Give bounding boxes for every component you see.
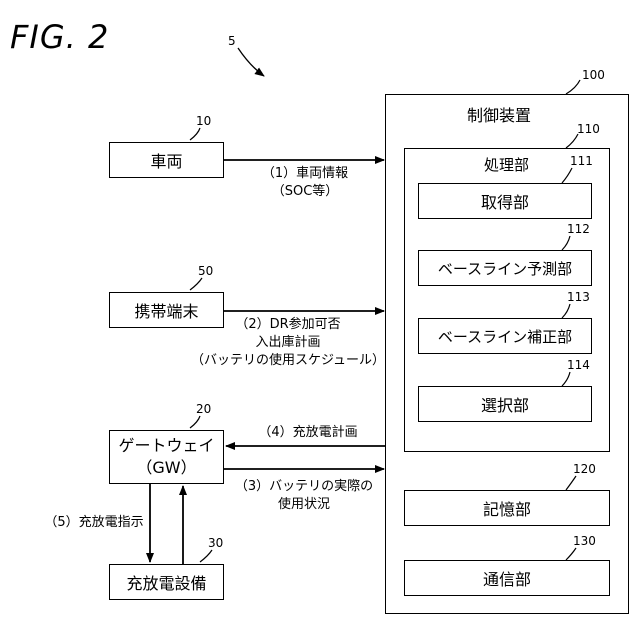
- storage-box: 記憶部: [404, 490, 610, 526]
- baseline-prediction-unit-label: ベースライン予測部: [438, 258, 572, 279]
- flow-3-label: （3）バッテリの実際の 使用状況: [222, 478, 386, 514]
- comm-ref: 130: [573, 534, 596, 548]
- equipment-label: 充放電設備: [126, 570, 206, 594]
- vehicle-ref: 10: [196, 114, 211, 128]
- storage-ref: 120: [573, 462, 596, 476]
- flow-2-line2: 入出庫計画: [190, 334, 386, 352]
- flow-3-line2: 使用状況: [222, 496, 386, 514]
- vehicle-leader: [190, 128, 200, 140]
- flow-5-label: （5）充放電指示: [40, 514, 148, 532]
- controller-title: 制御装置: [467, 102, 531, 126]
- acquisition-unit-label: 取得部: [481, 189, 529, 213]
- baseline-prediction-unit-box: ベースライン予測部: [418, 250, 592, 286]
- flow-2-line3: （バッテリの使用スケジュール）: [190, 352, 386, 370]
- vehicle-box: 車両: [109, 142, 224, 178]
- vehicle-label: 車両: [150, 148, 182, 172]
- selection-unit-label: 選択部: [481, 392, 529, 416]
- equipment-ref: 30: [208, 536, 223, 550]
- baseline-correction-unit-label: ベースライン補正部: [438, 326, 572, 347]
- terminal-label: 携帯端末: [134, 298, 198, 322]
- unit-ref-114: 114: [567, 358, 590, 372]
- acquisition-unit-box: 取得部: [418, 183, 592, 219]
- gateway-box: ゲートウェイ （GW）: [109, 430, 224, 484]
- flow-1-line1: （1）車両情報: [240, 165, 370, 183]
- controller-ref: 100: [582, 68, 605, 82]
- flow-3-line1: （3）バッテリの実際の: [222, 478, 386, 496]
- terminal-ref: 50: [198, 264, 213, 278]
- flow-2-label: （2）DR参加可否 入出庫計画 （バッテリの使用スケジュール）: [190, 316, 386, 370]
- terminal-leader: [190, 278, 202, 290]
- flow-2-line1: （2）DR参加可否: [190, 316, 386, 334]
- unit-ref-112: 112: [567, 222, 590, 236]
- storage-label: 記憶部: [483, 496, 531, 520]
- gateway-label-line1: ゲートウェイ: [118, 435, 214, 457]
- gateway-leader: [190, 416, 200, 428]
- flow-1-label: （1）車両情報 （SOC等）: [240, 165, 370, 201]
- processor-ref: 110: [577, 122, 600, 136]
- baseline-correction-unit-box: ベースライン補正部: [418, 318, 592, 354]
- unit-ref-113: 113: [567, 290, 590, 304]
- gateway-label-line2: （GW）: [136, 457, 196, 479]
- flow-1-line2: （SOC等）: [240, 183, 370, 201]
- comm-label: 通信部: [483, 566, 531, 590]
- system-ref: 5: [228, 34, 236, 48]
- unit-ref-111: 111: [570, 154, 593, 168]
- flow-4-label: （4）充放電計画: [238, 424, 378, 442]
- equipment-box: 充放電設備: [109, 564, 224, 600]
- processor-title: 処理部: [484, 154, 529, 175]
- equipment-leader: [200, 550, 212, 562]
- controller-leader: [566, 80, 580, 94]
- selection-unit-box: 選択部: [418, 386, 592, 422]
- system-ref-arrow: [238, 48, 264, 76]
- figure-label: FIG. 2: [10, 18, 109, 56]
- comm-box: 通信部: [404, 560, 610, 596]
- gateway-ref: 20: [196, 402, 211, 416]
